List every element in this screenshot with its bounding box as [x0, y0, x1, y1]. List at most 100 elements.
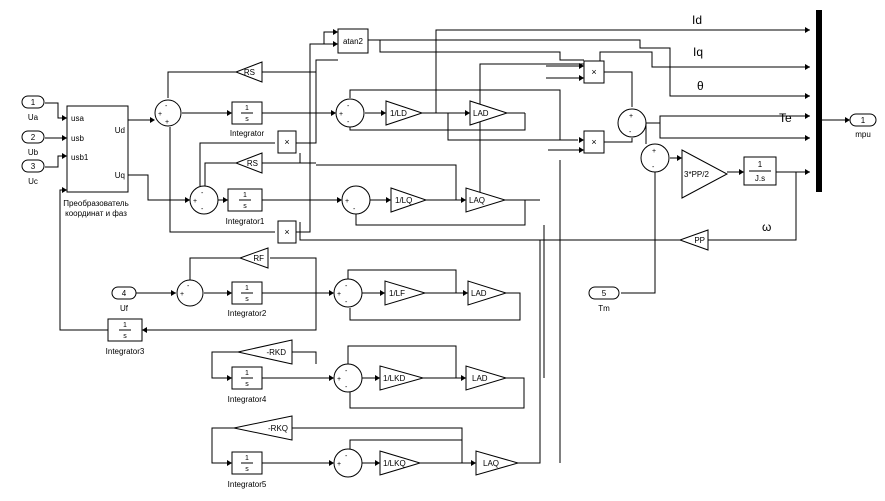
integrator2-block[interactable]: 1 s Integrator2: [228, 281, 267, 318]
svg-text:s: s: [245, 381, 249, 388]
gain-laq-1[interactable]: LAQ: [465, 187, 507, 213]
sum-block-d2[interactable]: +--: [335, 98, 365, 128]
svg-text:Ub: Ub: [28, 148, 39, 157]
gain-rs-1[interactable]: RS: [234, 61, 263, 83]
gain-1-ld[interactable]: 1/LD: [385, 100, 424, 126]
gain-3pp-2[interactable]: 3*PP/2: [681, 149, 729, 199]
svg-text:3*PP/2: 3*PP/2: [684, 170, 709, 179]
gain-lad-2[interactable]: LAD: [467, 280, 508, 306]
inport-tm[interactable]: 5 Tm: [588, 286, 620, 313]
svg-text:1/LD: 1/LD: [390, 109, 407, 118]
sum-block-torque[interactable]: +-: [640, 143, 670, 173]
svg-text:s: s: [245, 116, 249, 123]
gain-1-lkq[interactable]: 1/LKQ: [379, 450, 422, 476]
atan2-block[interactable]: atan2: [337, 28, 369, 54]
svg-text:+: +: [339, 111, 343, 118]
svg-text:Uf: Uf: [120, 304, 129, 313]
sum-block-kq[interactable]: +-: [333, 448, 363, 478]
signal-te-label: Te: [779, 111, 792, 125]
sum-block-q2[interactable]: +-: [341, 185, 371, 215]
svg-text:s: s: [243, 203, 247, 210]
svg-text:RS: RS: [247, 159, 258, 168]
gain-rkq[interactable]: -RKQ: [233, 415, 293, 441]
svg-text:-: -: [345, 368, 348, 375]
integrator3-block[interactable]: 1 s Integrator3: [106, 318, 145, 356]
product-block-2[interactable]: ×: [583, 130, 605, 154]
gain-laq-2[interactable]: LAQ: [475, 450, 520, 476]
gain-rs-2[interactable]: RS: [234, 152, 263, 174]
svg-text:+: +: [652, 148, 656, 155]
svg-text:1/LKD: 1/LKD: [383, 374, 405, 383]
product-block-3[interactable]: ×: [277, 130, 297, 154]
integrator-block[interactable]: 1 s Integrator: [230, 101, 265, 138]
mux-bar[interactable]: [816, 10, 822, 192]
svg-text:PP: PP: [694, 236, 705, 245]
sum-block-d1[interactable]: +-+: [154, 99, 182, 127]
inport-uc[interactable]: 3 Uc: [21, 159, 45, 186]
sum-block-f1[interactable]: +-: [176, 279, 204, 307]
svg-text:usa: usa: [71, 114, 84, 123]
outport-mpu[interactable]: 1 mpu: [849, 113, 877, 139]
svg-text:LAD: LAD: [473, 109, 489, 118]
svg-text:-: -: [347, 119, 350, 126]
sum-block-kd[interactable]: +--: [333, 363, 363, 393]
svg-text:LAQ: LAQ: [483, 459, 499, 468]
svg-text:+: +: [337, 291, 341, 298]
svg-text:+: +: [337, 376, 341, 383]
coordinate-transform-block[interactable]: usa usb usb1 Ud Uq Преобразователь коорд…: [63, 105, 129, 218]
gain-pp[interactable]: PP: [678, 229, 709, 251]
mechanical-integrator-block[interactable]: 1 J.s: [743, 156, 777, 186]
gain-1-lq[interactable]: 1/LQ: [390, 187, 428, 213]
sum-block-te[interactable]: +-: [617, 108, 647, 138]
svg-text:1/LF: 1/LF: [389, 289, 405, 298]
product-block-4[interactable]: ×: [277, 220, 297, 244]
svg-text:1: 1: [245, 370, 249, 377]
svg-text:mpu: mpu: [855, 130, 871, 139]
gain-rf[interactable]: RF: [238, 247, 269, 269]
svg-text:Integrator3: Integrator3: [106, 347, 145, 356]
svg-text:-RKD: -RKD: [266, 348, 286, 357]
svg-text:Integrator4: Integrator4: [228, 395, 267, 404]
svg-text:s: s: [123, 333, 127, 340]
svg-text:координат и фаз: координат и фаз: [65, 209, 127, 218]
svg-text:RS: RS: [244, 68, 255, 77]
svg-text:1: 1: [245, 285, 249, 292]
svg-text:Преобразователь: Преобразователь: [63, 199, 129, 208]
svg-text:3: 3: [31, 162, 36, 171]
gain-lad-3[interactable]: LAD: [465, 365, 508, 391]
gain-1-lf[interactable]: 1/LF: [384, 280, 427, 306]
inport-ua[interactable]: 1 Ua: [21, 95, 45, 122]
svg-text:1: 1: [861, 116, 866, 125]
svg-text:-: -: [345, 283, 348, 290]
svg-text:+: +: [158, 111, 162, 118]
svg-text:1: 1: [245, 455, 249, 462]
sum-block-f2[interactable]: +- -: [333, 278, 363, 308]
svg-text:×: ×: [591, 137, 596, 147]
sum-block-q1[interactable]: +--: [189, 185, 219, 215]
svg-text:Integrator2: Integrator2: [228, 309, 267, 318]
svg-text:s: s: [245, 466, 249, 473]
svg-text:+: +: [165, 119, 169, 126]
svg-text:1: 1: [123, 322, 127, 329]
svg-text:1/LQ: 1/LQ: [395, 196, 412, 205]
svg-text:-: -: [345, 299, 348, 306]
svg-text:-: -: [345, 453, 348, 460]
gain-1-lkd[interactable]: 1/LKD: [379, 365, 425, 391]
svg-text:atan2: atan2: [343, 37, 364, 46]
svg-text:Uc: Uc: [28, 177, 38, 186]
gain-rkd[interactable]: -RKD: [237, 339, 293, 365]
product-block-1[interactable]: ×: [583, 60, 605, 84]
svg-text:×: ×: [591, 67, 596, 77]
svg-text:1: 1: [245, 105, 249, 112]
svg-text:Integrator1: Integrator1: [226, 217, 265, 226]
svg-text:-: -: [652, 164, 655, 171]
gain-lad-1[interactable]: LAD: [469, 100, 509, 126]
integrator4-block[interactable]: 1 s Integrator4: [228, 366, 267, 404]
inport-ub[interactable]: 2 Ub: [21, 130, 45, 157]
inport-uf[interactable]: 4 Uf: [111, 286, 137, 313]
integrator1-block[interactable]: 1 s Integrator1: [226, 188, 265, 226]
svg-text:-: -: [201, 206, 204, 213]
integrator5-block[interactable]: 1 s Integrator5: [228, 451, 267, 489]
svg-text:RF: RF: [253, 254, 264, 263]
